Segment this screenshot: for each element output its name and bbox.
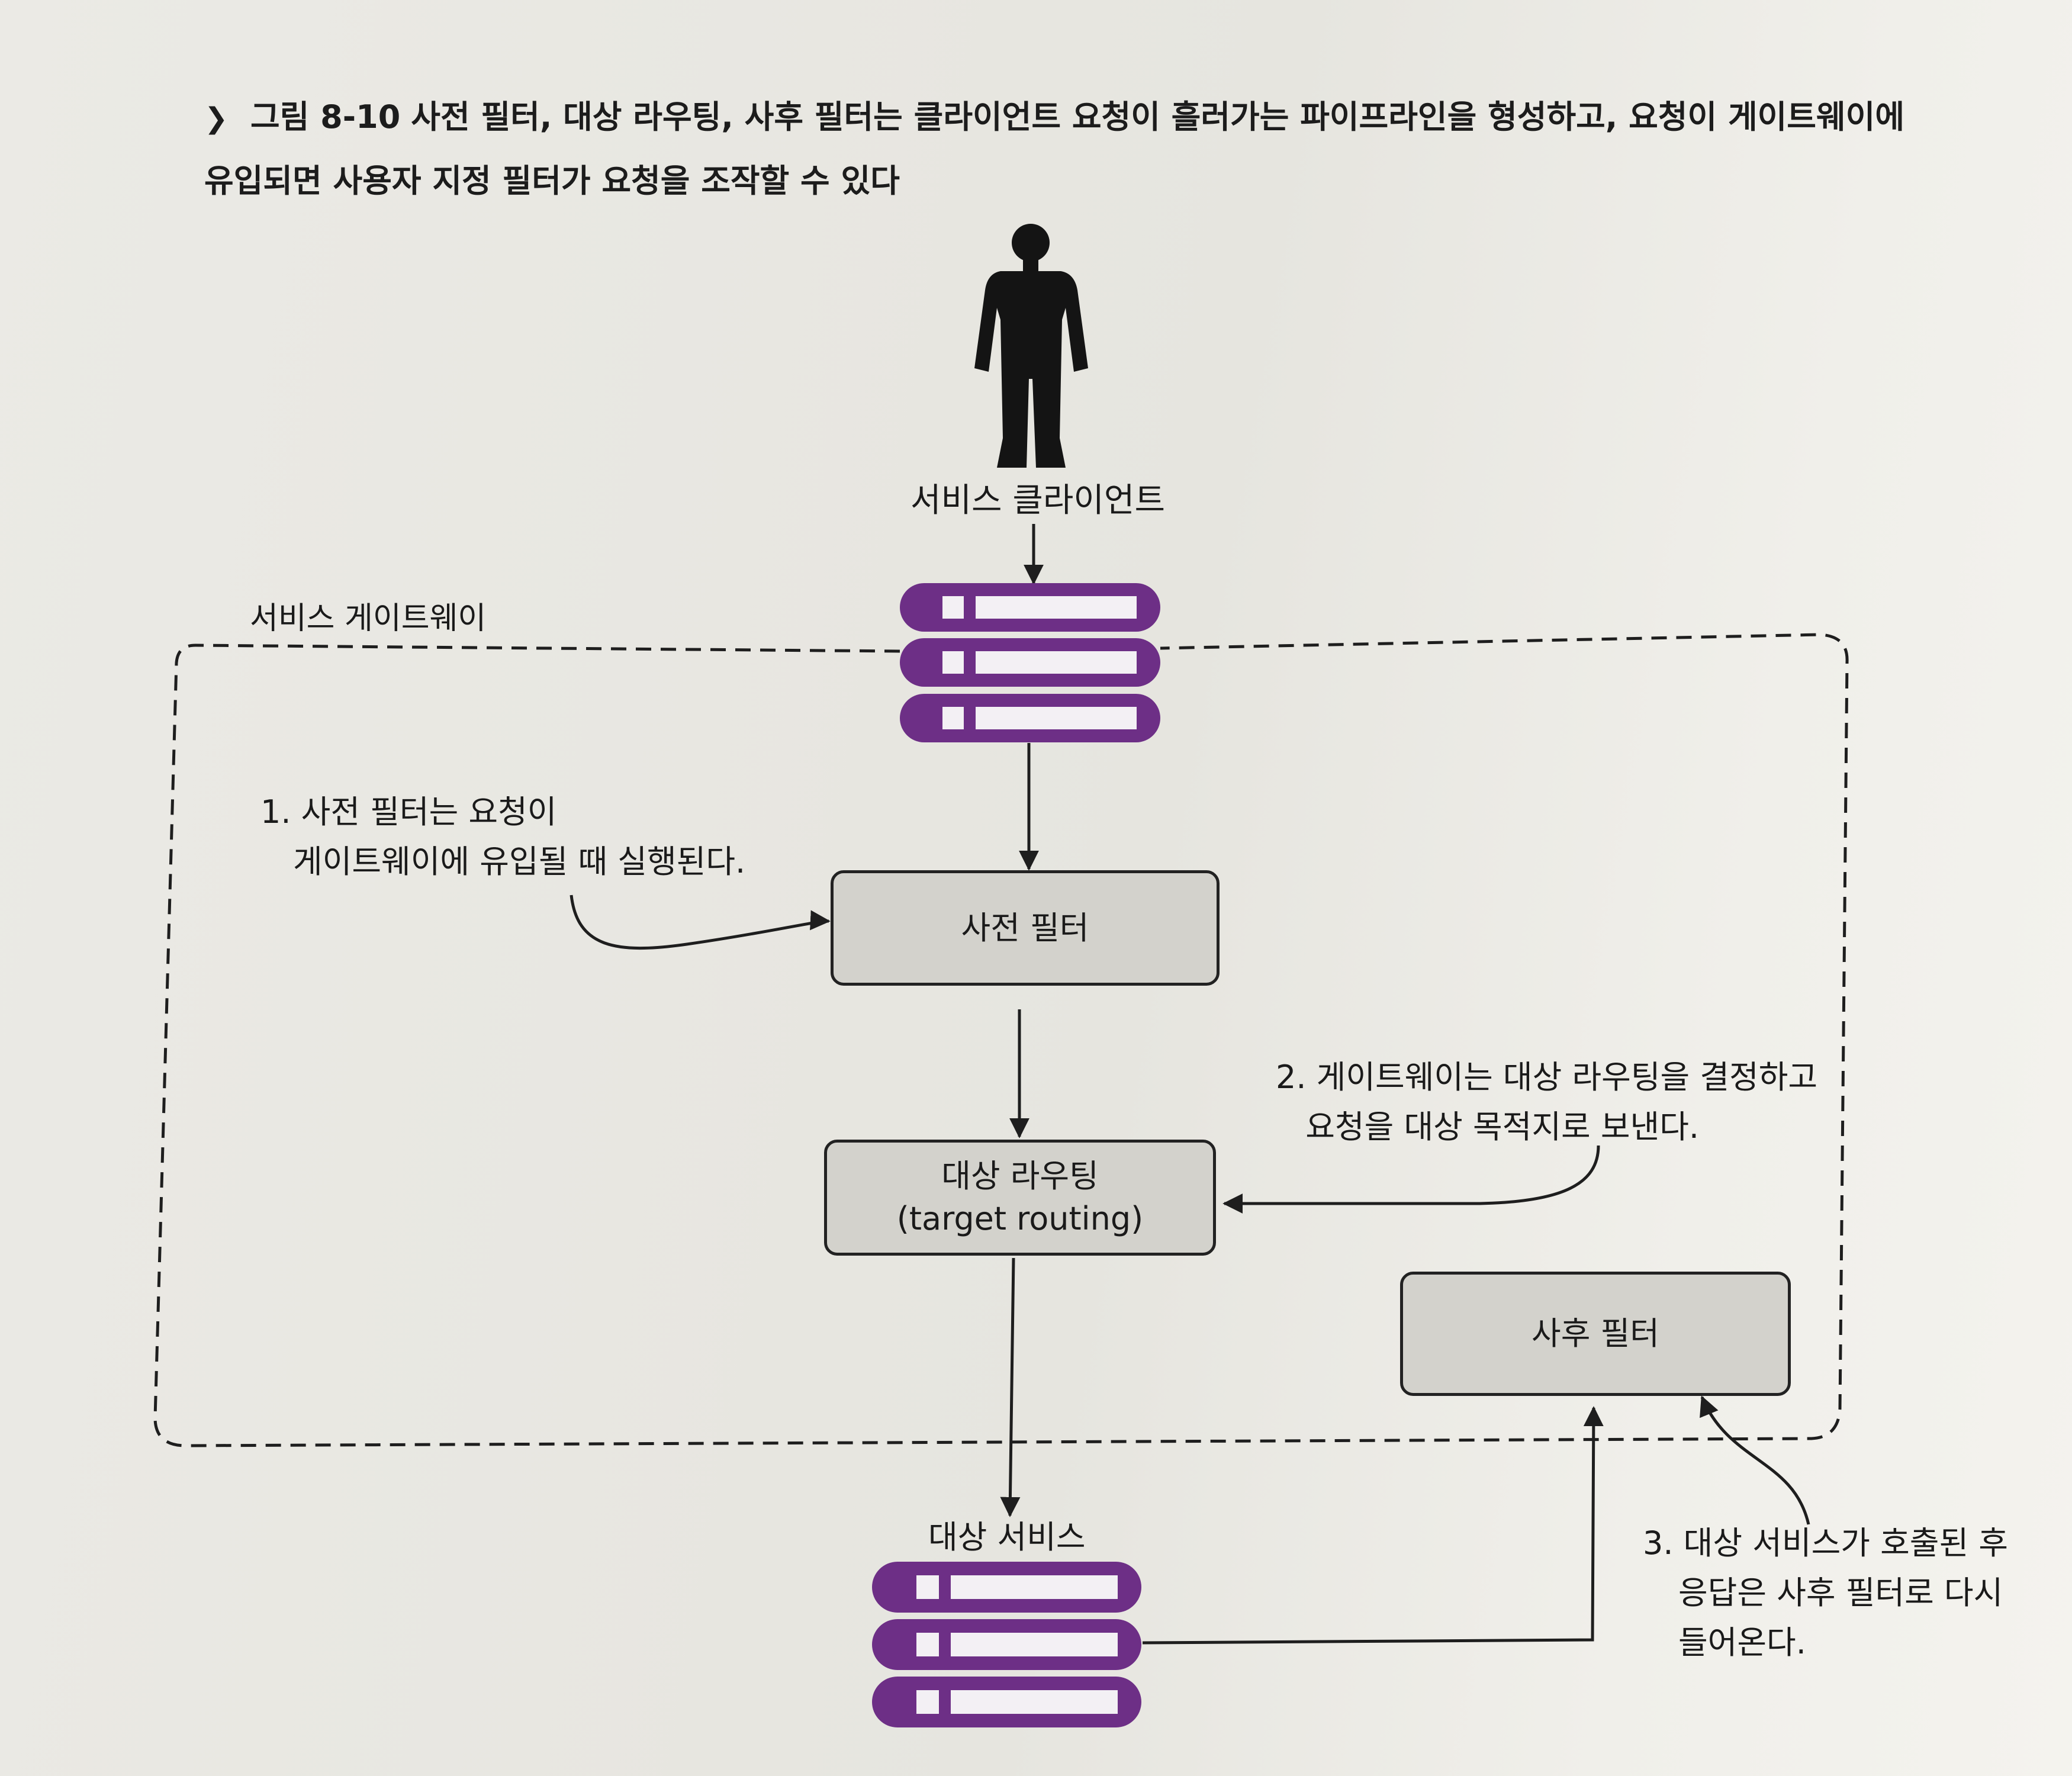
person-icon <box>974 224 1088 468</box>
annotation-step3-line2: 응답은 사후 필터로 다시 <box>1678 1574 2003 1611</box>
pre-filter-box: 사전 필터 <box>831 870 1220 986</box>
target-routing-sublabel: (target routing) <box>896 1200 1144 1237</box>
pre-filter-label: 사전 필터 <box>961 909 1089 947</box>
figure-caption-text: 사전 필터, 대상 라우팅, 사후 필터는 클라이언트 요청이 흘러가는 파이프… <box>204 98 1905 200</box>
figure-number: 그림 8-10 <box>250 98 401 136</box>
annotation-step2-line1: 2. 게이트웨이는 대상 라우팅을 결정하고 <box>1276 1058 1818 1096</box>
service-client-label: 서비스 클라이언트 <box>910 481 1165 520</box>
callout-arrow-step3 <box>1700 1395 1810 1525</box>
service-gateway-label: 서비스 게이트웨이 <box>250 601 487 636</box>
arrow-routing-to-service <box>1000 1257 1021 1517</box>
target-routing-box: 대상 라우팅 (target routing) <box>824 1140 1216 1256</box>
target-routing-label: 대상 라우팅 <box>941 1157 1099 1195</box>
annotation-step1-line2: 게이트웨이에 유입될 때 실행된다. <box>293 843 746 880</box>
chevron-down-icon: ❯ <box>204 102 229 135</box>
target-service-label: 대상 서비스 <box>928 1518 1086 1556</box>
annotation-step1: 1. 사전 필터는 요청이 게이트웨이에 유입될 때 실행된다. <box>260 787 745 887</box>
annotation-step1-line1: 1. 사전 필터는 요청이 <box>260 793 557 831</box>
annotation-step3-line3: 들어온다. <box>1678 1624 1806 1661</box>
callout-arrow-step2 <box>1222 1145 1600 1214</box>
annotation-step3-line1: 3. 대상 서비스가 호출된 후 <box>1643 1524 2008 1562</box>
annotation-step2-line2: 요청을 대상 목적지로 보낸다. <box>1305 1108 1700 1146</box>
target-service-server-icon <box>872 1562 1141 1727</box>
post-filter-box: 사후 필터 <box>1400 1272 1791 1396</box>
post-filter-label: 사후 필터 <box>1532 1315 1659 1352</box>
arrow-service-to-post-filter <box>1142 1406 1604 1645</box>
annotation-step2: 2. 게이트웨이는 대상 라우팅을 결정하고 요청을 대상 목적지로 보낸다. <box>1276 1053 1817 1152</box>
gateway-boundary <box>153 633 1849 1447</box>
annotation-step3: 3. 대상 서비스가 호출된 후 응답은 사후 필터로 다시 들어온다. <box>1643 1518 2008 1668</box>
gateway-server-icon <box>900 583 1160 742</box>
callout-arrow-step1 <box>570 895 831 950</box>
